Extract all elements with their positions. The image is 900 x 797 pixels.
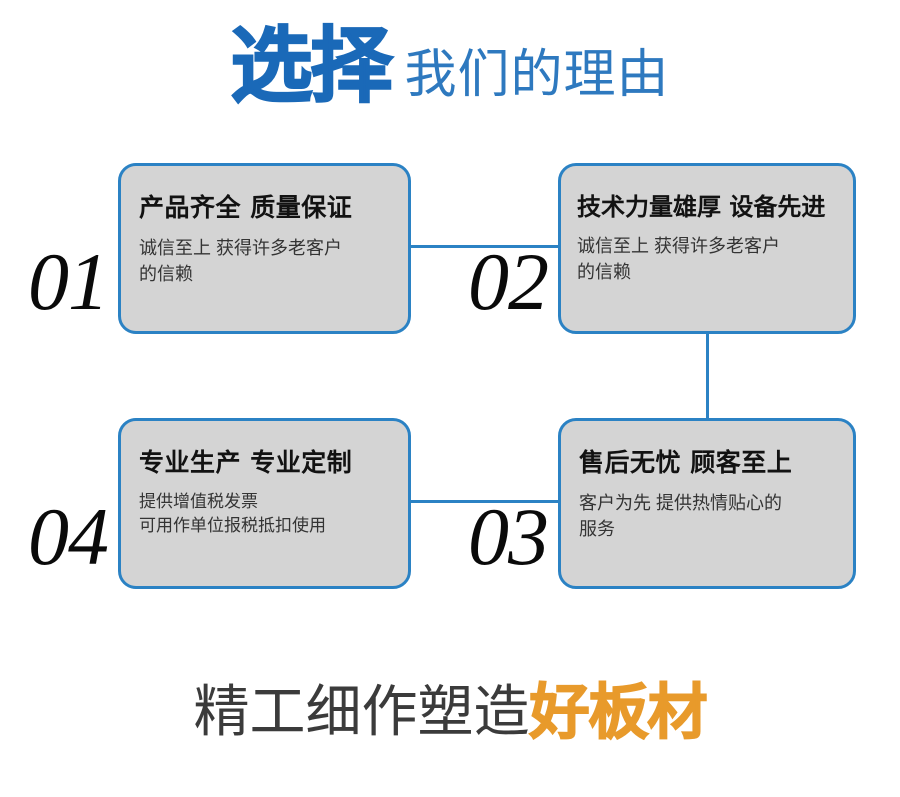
feature-card-02: 技术力量雄厚 设备先进 诚信至上 获得许多老客户 的信赖 [558, 163, 856, 334]
feature-card-02-body: 诚信至上 获得许多老客户 的信赖 [577, 236, 780, 283]
connector-line-01-to-02 [410, 245, 560, 248]
feature-card-04-content: 专业生产 专业定制 提供增值税发票 可用作单位报税抵扣使用 [121, 421, 408, 539]
feature-card-03-title: 售后无忧 顾客至上 [579, 448, 793, 477]
card-number-01: 01 [28, 236, 109, 327]
feature-card-01-content: 产品齐全 质量保证 诚信至上 获得许多老客户 的信赖 [121, 166, 408, 287]
footer-slogan: 精工细作塑造 好板材 [0, 673, 900, 753]
footer-slogan-accent: 好板材 [529, 678, 709, 748]
feature-card-01-body: 诚信至上 获得许多老客户 的信赖 [139, 237, 342, 284]
feature-card-02-title: 技术力量雄厚 设备先进 [577, 193, 826, 221]
feature-card-02-content: 技术力量雄厚 设备先进 诚信至上 获得许多老客户 的信赖 [561, 166, 853, 286]
page-title-emphasis: 选择 [229, 19, 393, 114]
feature-card-04-title: 专业生产 专业定制 [139, 448, 353, 477]
connector-line-02-to-03 [706, 332, 709, 418]
footer-slogan-primary: 精工细作塑造 [193, 680, 530, 745]
feature-card-01: 产品齐全 质量保证 诚信至上 获得许多老客户 的信赖 [118, 163, 411, 334]
feature-card-03-content: 售后无忧 顾客至上 客户为先 提供热情贴心的 服务 [561, 421, 853, 542]
feature-card-01-title: 产品齐全 质量保证 [139, 193, 353, 222]
connector-line-03-to-04 [410, 500, 560, 503]
page-title: 选择 我们的理由 [0, 19, 900, 126]
page-title-subtext: 我们的理由 [404, 46, 670, 104]
feature-card-04-body: 提供增值税发票 可用作单位报税抵扣使用 [139, 491, 326, 536]
card-number-03: 03 [468, 491, 549, 582]
feature-card-03-body: 客户为先 提供热情贴心的 服务 [579, 492, 782, 539]
card-number-02: 02 [468, 236, 549, 327]
feature-card-04: 专业生产 专业定制 提供增值税发票 可用作单位报税抵扣使用 [118, 418, 411, 589]
feature-card-03: 售后无忧 顾客至上 客户为先 提供热情贴心的 服务 [558, 418, 856, 589]
card-number-04: 04 [28, 491, 109, 582]
